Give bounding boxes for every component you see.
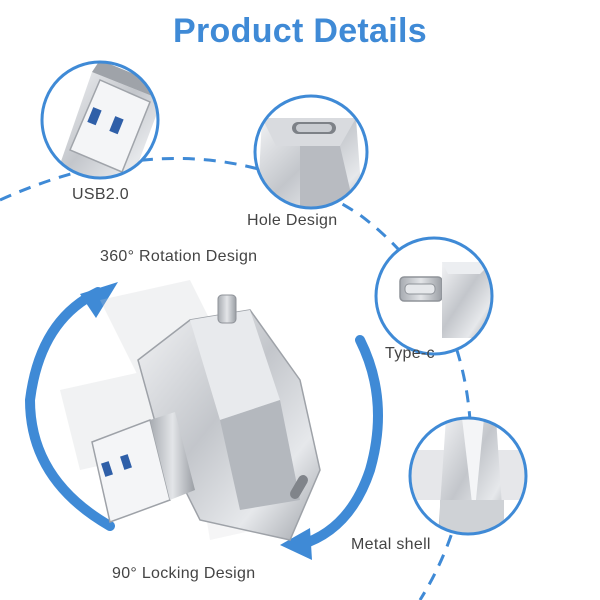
usb-label: USB2.0 <box>72 186 129 203</box>
usb-connector-icon <box>40 60 160 180</box>
type-c-connector-icon <box>374 236 494 356</box>
hole-design-icon <box>253 94 369 210</box>
flash-drive-product <box>60 280 321 541</box>
metal-shell-icon <box>408 416 528 536</box>
metal-shell-label: Metal shell <box>351 536 431 553</box>
type-c-label: Type-c <box>385 345 435 362</box>
rotation-arrow-icon <box>24 282 383 560</box>
hole-design-label: Hole Design <box>247 212 338 229</box>
locking-design-label: 90° Locking Design <box>112 565 256 582</box>
rotation-design-label: 360° Rotation Design <box>100 248 258 265</box>
page-title: Product Details <box>173 12 427 50</box>
